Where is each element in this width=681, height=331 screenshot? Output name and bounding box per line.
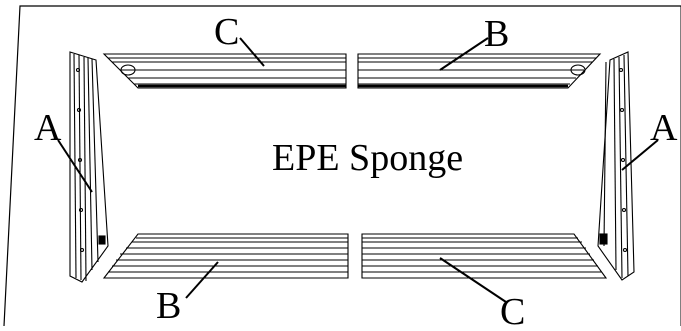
leader-bottom-left-b [185,261,219,299]
label-left-frame: A [34,107,62,149]
center-label: EPE Sponge [272,137,463,179]
label-top-left-rail: C [214,11,239,53]
label-top-right-rail: B [484,13,509,55]
right-frame-piece [597,51,635,281]
leader-bottom-right-c [439,257,507,303]
leader-lines [57,37,659,303]
label-right-frame: A [650,107,678,149]
carton-outline [3,5,681,327]
left-frame-piece [69,51,109,283]
bottom-right-rail [361,233,608,279]
bottom-left-rail [102,233,349,279]
label-bottom-left-rail: B [156,285,181,326]
leader-right-a [621,139,659,171]
label-bottom-right-rail: C [500,291,525,326]
leader-left-a [57,139,93,193]
top-left-rail [102,53,347,89]
leader-top-right-b [439,37,489,71]
leader-top-left-c [239,37,265,67]
top-right-rail [357,53,602,89]
